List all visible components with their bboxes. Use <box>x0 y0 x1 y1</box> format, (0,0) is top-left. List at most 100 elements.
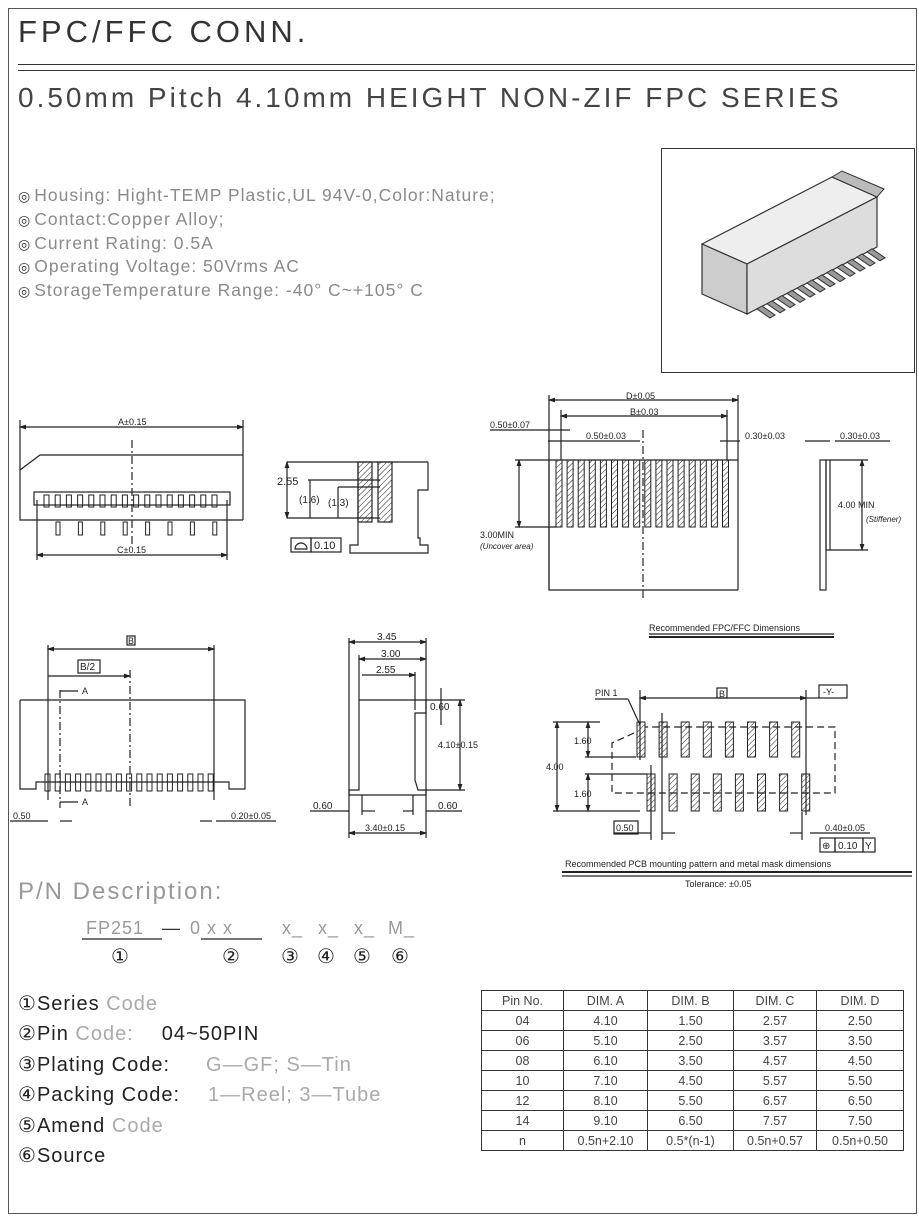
header-cell: DIM. C <box>733 990 817 1011</box>
table-cell: 6.57 <box>733 1090 817 1111</box>
legend-packing: ④Packing Code: 1—Reel; 3—Tube <box>18 1082 381 1107</box>
contact-pin <box>95 773 102 792</box>
pin1-label: PIN 1 <box>595 688 618 698</box>
table-cell: 2.50 <box>647 1030 734 1051</box>
side-height: 4.10±0.15 <box>438 740 478 750</box>
bullet-icon: ◎ <box>18 283 32 299</box>
contact-pin <box>85 773 92 792</box>
pcb-pad <box>658 721 668 758</box>
contact-pin <box>75 773 82 792</box>
drawing-frame <box>8 8 917 1214</box>
solder-tail <box>189 521 195 536</box>
contact-pin <box>144 494 151 508</box>
contact-pin <box>166 773 173 792</box>
contact-pin <box>211 494 218 508</box>
table-cell: 5.57 <box>733 1070 817 1091</box>
table-cell: 4.50 <box>647 1070 734 1091</box>
table-cell: 3.57 <box>733 1030 817 1051</box>
contact-pin <box>197 773 204 792</box>
side-dimension-view <box>310 638 465 838</box>
side-d3: 2.55 <box>376 665 396 676</box>
pcb-pad <box>791 721 801 758</box>
contact-pin <box>146 773 153 792</box>
contact-pin <box>187 773 194 792</box>
contact-pin <box>77 494 84 508</box>
pcb-pad <box>680 721 690 758</box>
table-cell: 6.50 <box>647 1110 734 1131</box>
dim-d-label: D±0.05 <box>626 391 655 401</box>
position-tolerance-ref: Y <box>865 841 872 852</box>
fpc-pitch-label: 0.50±0.03 <box>586 431 626 441</box>
legend-extra: Code <box>106 993 159 1015</box>
iso-pin <box>846 258 866 272</box>
fpc-dimension-view <box>490 395 890 600</box>
pcb-pad <box>801 773 811 812</box>
contact-pin <box>115 773 122 792</box>
pn-pin-code: 0 x x <box>190 918 234 938</box>
table-cell: 2.50 <box>816 1010 904 1031</box>
table-cell: 4.10 <box>563 1010 648 1031</box>
legend-num: ① <box>18 993 37 1015</box>
side-section-view <box>284 460 429 554</box>
height-2-label: (1.3) <box>328 498 349 509</box>
pn-marker-2: ② <box>222 946 240 968</box>
contact-pin <box>136 773 143 792</box>
contact-pin <box>177 773 184 792</box>
solder-tail <box>167 521 173 536</box>
height-label: 2.55 <box>277 476 298 488</box>
pcb-pad <box>734 773 744 812</box>
legend-value: 1—Reel; 3—Tube <box>208 1084 382 1106</box>
table-cell: 0.5n+0.50 <box>816 1130 904 1151</box>
legend-label: Packing Code: <box>36 1084 181 1106</box>
bullet-icon: ◎ <box>18 188 32 204</box>
fpc-finger <box>633 459 641 528</box>
pitch-label: 0.50 <box>13 811 31 821</box>
page-title: FPC/FFC CONN. <box>18 14 310 49</box>
header-cell: Pin No. <box>481 990 564 1011</box>
pcb-b-label: B <box>719 689 725 699</box>
legend-num: ④ <box>18 1084 37 1106</box>
product-image <box>661 148 915 373</box>
fpc-finger <box>710 459 718 528</box>
contact-pin <box>121 494 128 508</box>
bottom-b-half-label: B/2 <box>80 662 95 673</box>
side-left: 0.60 <box>313 801 333 812</box>
table-cell: 3.50 <box>816 1030 904 1051</box>
pad-width: 0.40±0.05 <box>825 823 865 833</box>
legend-pin: ②Pin Code:04~50PIN <box>18 1021 259 1046</box>
fpc-thickness-label: 0.30±0.03 <box>840 431 880 441</box>
pn-marker-1: ① <box>111 946 129 968</box>
pcb-pad <box>668 773 678 812</box>
iso-pin <box>766 300 786 314</box>
contact-pin <box>99 494 106 508</box>
fpc-finger <box>677 459 685 528</box>
legend-value: G—GF; S—Tin <box>206 1054 352 1076</box>
contact-pin <box>43 494 50 508</box>
legend-label: Source <box>36 1145 107 1167</box>
section-a-bottom: A <box>82 797 88 807</box>
iso-pin <box>756 305 776 319</box>
pcb-total-height: 4.00 <box>546 762 564 772</box>
iso-pin <box>796 284 816 298</box>
tolerance-note: Tolerance: ±0.05 <box>685 879 751 889</box>
dim-a-label: A±0.15 <box>118 417 146 427</box>
spec-contact: ◎Contact:Copper Alloy; <box>18 209 224 230</box>
pcb-pad <box>712 773 722 812</box>
contact-pin <box>155 494 162 508</box>
spec-text: Housing: Hight-TEMP Plastic,UL 94V-0,Col… <box>34 185 496 205</box>
contact-pin <box>200 494 207 508</box>
iso-pin <box>836 263 856 277</box>
legend-label: Amend <box>36 1115 106 1137</box>
fpc-finger <box>644 459 652 528</box>
position-tolerance-icon: ⊕ <box>822 841 830 852</box>
pn-description-title: P/N Description: <box>18 878 224 905</box>
side-right: 0.60 <box>438 801 458 812</box>
pn-plating-code: x_ <box>282 918 304 938</box>
iso-pin <box>776 295 796 309</box>
